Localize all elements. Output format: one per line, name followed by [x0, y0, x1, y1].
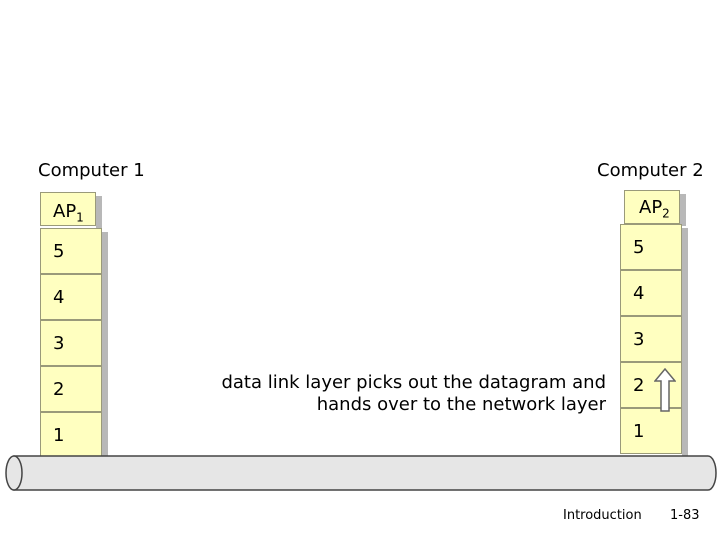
ap2-box: AP2: [624, 190, 680, 224]
c2-layer-4-label: 4: [633, 283, 645, 304]
c1-layer-1-label: 1: [53, 425, 65, 446]
ap1-box: AP1: [40, 192, 96, 226]
c1-layer-4: 4: [40, 274, 108, 324]
c1-layer-3: 3: [40, 320, 108, 370]
c1-layer-4-label: 4: [53, 287, 65, 308]
c2-layer-1: 1: [620, 408, 688, 458]
c2-layer-3: 3: [620, 316, 688, 366]
up-arrow-icon: [654, 368, 676, 412]
datalink-note: data link layer picks out the datagram a…: [221, 372, 606, 416]
c2-layer-5: 5: [620, 224, 688, 274]
c1-layer-5-label: 5: [53, 241, 65, 262]
computer2-label: Computer 2: [597, 160, 704, 181]
c2-layer-4: 4: [620, 270, 688, 320]
ap1-sub: 1: [76, 210, 84, 225]
c1-layer-5: 5: [40, 228, 108, 278]
c2-layer-1-label: 1: [633, 421, 645, 442]
footer-section: Introduction: [563, 508, 642, 523]
c1-layer-1: 1: [40, 412, 108, 462]
c2-layer-2: 2: [620, 362, 688, 412]
datalink-note-line1: data link layer picks out the datagram a…: [221, 372, 606, 393]
c2-layer-3-label: 3: [633, 329, 645, 350]
c2-layer-2-label: 2: [633, 375, 645, 396]
network-cable: [5, 455, 717, 491]
ap2-sub: 2: [662, 206, 670, 221]
ap1-base: AP: [53, 201, 77, 222]
datalink-note-line2: hands over to the network layer: [316, 394, 606, 415]
ap2-base: AP: [639, 197, 663, 218]
footer-page-number: 1-83: [670, 508, 700, 523]
computer1-label: Computer 1: [38, 160, 145, 181]
ap1-shade: [96, 196, 102, 228]
c2-layer-5-label: 5: [633, 237, 645, 258]
c1-layer-2-label: 2: [53, 379, 65, 400]
c1-layer-3-label: 3: [53, 333, 65, 354]
ap2-shade: [680, 194, 686, 226]
c1-layer-2: 2: [40, 366, 108, 416]
